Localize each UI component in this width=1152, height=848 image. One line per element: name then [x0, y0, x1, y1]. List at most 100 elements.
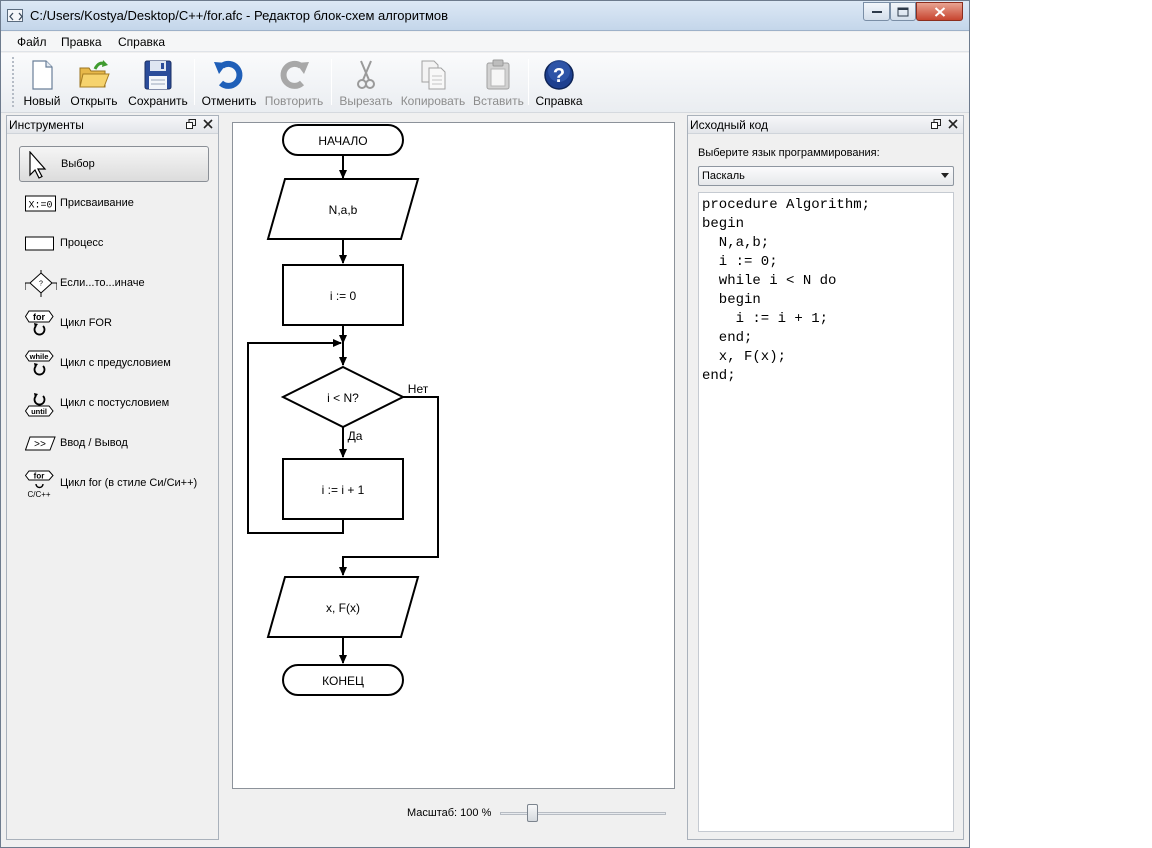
- no-branch-label: Нет: [408, 382, 429, 396]
- tool-while-loop[interactable]: while Цикл с предусловием: [19, 346, 209, 382]
- save-floppy-icon: [144, 60, 172, 90]
- toolbar-separator: [528, 59, 529, 105]
- output-text: x, F(x): [326, 601, 360, 615]
- float-panel-icon[interactable]: [186, 119, 196, 129]
- close-icon: [934, 6, 945, 17]
- code-panel-header[interactable]: Исходный код: [688, 116, 963, 134]
- init-process-block[interactable]: [282, 264, 404, 326]
- flowchart-canvas[interactable]: НАЧАЛО N,a,b i := 0 i < N? Нет Да i := i…: [232, 122, 675, 789]
- tool-process[interactable]: Процесс: [19, 226, 209, 262]
- tool-for-loop[interactable]: for Цикл FOR: [19, 306, 209, 342]
- svg-text:?: ?: [553, 65, 565, 87]
- start-text: НАЧАЛО: [318, 134, 367, 148]
- flowchart-diagram: НАЧАЛО N,a,b i := 0 i < N? Нет Да i := i…: [247, 124, 439, 696]
- source-code-text: procedure Algorithm; begin N,a,b; i := 0…: [702, 197, 871, 384]
- tool-until-loop[interactable]: until Цикл с постусловием: [19, 386, 209, 422]
- c-for-loop-icon: for C/C++: [25, 470, 54, 498]
- start-terminal[interactable]: [282, 124, 404, 156]
- language-label: Выберите язык программирования:: [698, 147, 880, 159]
- tools-panel-title: Инструменты: [9, 118, 84, 132]
- tool-select[interactable]: Выбор: [19, 146, 209, 182]
- tool-assignment[interactable]: X:=0 Присваивание: [19, 186, 209, 222]
- save-button[interactable]: Сохранить: [127, 55, 189, 111]
- copy-icon: [421, 60, 446, 90]
- float-panel-icon[interactable]: [931, 119, 941, 129]
- end-terminal[interactable]: [282, 664, 404, 696]
- condition-block[interactable]: [280, 365, 406, 429]
- undo-button[interactable]: Отменить: [201, 55, 257, 111]
- for-loop-icon: for: [25, 310, 54, 336]
- output-block[interactable]: [266, 576, 420, 638]
- source-code-view[interactable]: procedure Algorithm; begin N,a,b; i := 0…: [698, 192, 954, 832]
- open-button[interactable]: Открыть: [69, 55, 119, 111]
- menu-edit[interactable]: Правка: [61, 35, 102, 49]
- menu-help[interactable]: Справка: [118, 35, 166, 49]
- end-text: КОНЕЦ: [322, 674, 364, 688]
- input-block[interactable]: [266, 178, 420, 240]
- toolbar: Новый Открыть Сохранить: [1, 53, 969, 113]
- restore-icon: [897, 7, 909, 16]
- input-text: N,a,b: [329, 203, 358, 217]
- svg-text:?: ?: [39, 281, 43, 288]
- assignment-icon: X:=0: [25, 195, 56, 212]
- c-cpp-icon-text: C/C++: [27, 490, 50, 498]
- new-button[interactable]: Новый: [21, 55, 63, 111]
- new-document-icon: [32, 60, 53, 90]
- paste-clipboard-icon: [486, 59, 510, 90]
- maximize-button[interactable]: [890, 2, 916, 21]
- chevron-down-icon: [941, 173, 949, 178]
- zoom-label: Масштаб: 100 %: [407, 807, 492, 819]
- tool-label: Цикл for (в стиле Си/Си++): [60, 477, 198, 489]
- tool-label: Цикл FOR: [60, 317, 112, 329]
- tools-panel-header[interactable]: Инструменты: [7, 116, 218, 134]
- toolbar-grip[interactable]: [12, 57, 15, 107]
- copy-label: Копировать: [400, 94, 466, 108]
- help-label: Справка: [535, 94, 583, 108]
- tool-label: Ввод / Вывод: [60, 437, 128, 449]
- close-panel-icon[interactable]: [203, 119, 213, 129]
- minimize-button[interactable]: [863, 2, 890, 21]
- for-icon-text: for: [33, 312, 45, 322]
- scissors-icon: [357, 60, 375, 89]
- minimize-icon: [871, 10, 882, 13]
- language-select[interactable]: Паскаль: [698, 166, 954, 186]
- cut-label: Вырезать: [339, 94, 393, 108]
- tool-input-output[interactable]: >> Ввод / Вывод: [19, 426, 209, 462]
- init-text: i := 0: [330, 289, 357, 303]
- window-title: C:/Users/Kostya/Desktop/C++/for.afc - Ре…: [30, 8, 449, 23]
- cut-button[interactable]: Вырезать: [338, 55, 394, 111]
- tool-label: Процесс: [60, 237, 104, 249]
- tool-label: Выбор: [61, 158, 95, 170]
- until-icon-text: until: [31, 407, 47, 416]
- tools-panel: Инструменты Выбор X:=0 Присваивание: [6, 115, 219, 840]
- while-icon-text: while: [29, 352, 49, 361]
- zoom-slider-track[interactable]: [500, 812, 666, 815]
- paste-button[interactable]: Вставить: [473, 55, 524, 111]
- paste-label: Вставить: [473, 94, 524, 108]
- copy-button[interactable]: Копировать: [399, 55, 467, 111]
- open-label: Открыть: [70, 94, 118, 108]
- loop-exit-arrow: [339, 396, 439, 576]
- decision-diamond-icon: ?: [25, 270, 57, 297]
- menu-file[interactable]: Файл: [17, 35, 47, 49]
- undo-icon: [214, 60, 243, 89]
- close-panel-icon[interactable]: [948, 119, 958, 129]
- canvas-area: НАЧАЛО N,a,b i := 0 i < N? Нет Да i := i…: [223, 115, 685, 795]
- app-window: C:/Users/Kostya/Desktop/C++/for.afc - Ре…: [0, 0, 970, 848]
- close-window-button[interactable]: [916, 2, 963, 21]
- zoom-slider-thumb[interactable]: [527, 804, 538, 822]
- tool-label: Если...то...иначе: [60, 277, 145, 289]
- tool-label: Присваивание: [60, 197, 134, 209]
- tool-c-for-loop[interactable]: for C/C++ Цикл for (в стиле Си/Си++): [19, 466, 209, 502]
- help-button[interactable]: ? Справка: [534, 55, 584, 111]
- toolbar-separator: [194, 59, 195, 105]
- redo-button[interactable]: Повторить: [263, 55, 325, 111]
- title-bar[interactable]: C:/Users/Kostya/Desktop/C++/for.afc - Ре…: [1, 1, 969, 31]
- body-text: i := i + 1: [322, 483, 365, 497]
- tool-if[interactable]: ? Если...то...иначе: [19, 266, 209, 302]
- body-process-block[interactable]: [282, 458, 404, 520]
- input-output-icon: >>: [25, 436, 56, 451]
- source-code-panel: Исходный код Выберите язык программирова…: [687, 115, 964, 840]
- app-icon: [7, 9, 23, 22]
- menu-bar: Файл Правка Справка: [1, 32, 969, 52]
